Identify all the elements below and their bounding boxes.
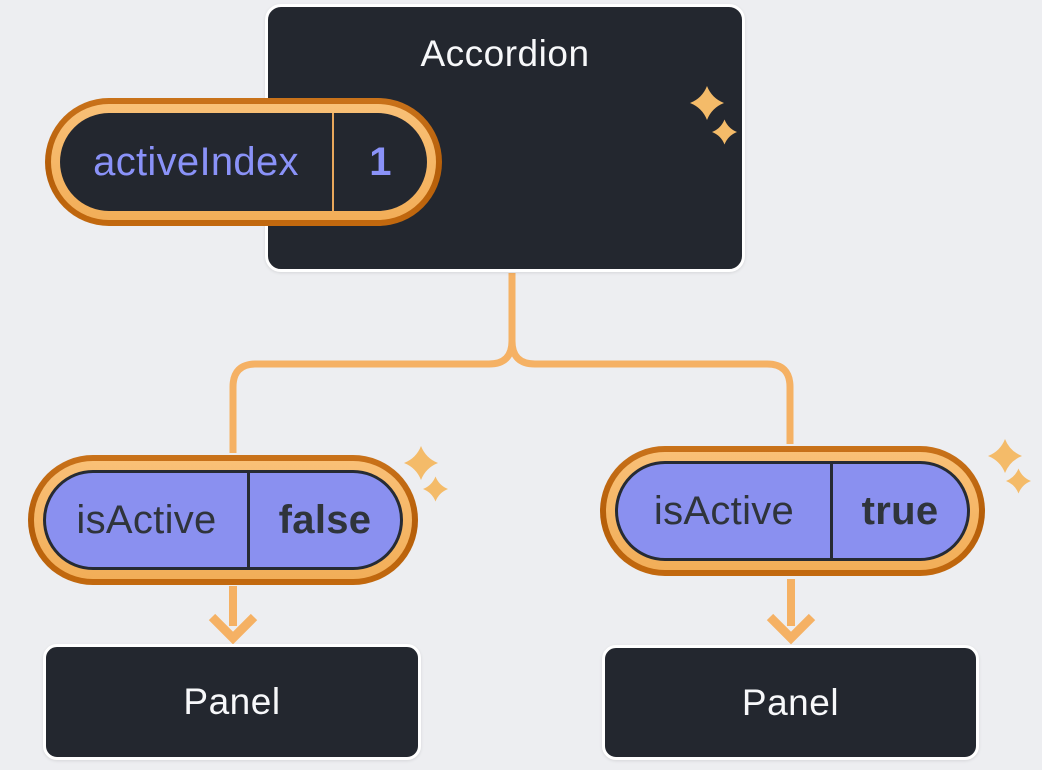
sparkle-icon (404, 446, 438, 480)
prop-name: isActive (76, 497, 217, 542)
branch-line-right (508, 273, 794, 444)
panel-label: Panel (183, 681, 281, 722)
sparkle-icon (1006, 468, 1031, 494)
prop-name: isActive (653, 488, 795, 533)
prop-value: true (861, 488, 939, 533)
branch-line-left (229, 273, 516, 453)
prop-name-cell: isActive (618, 464, 830, 558)
panel-box-left: Panel (43, 644, 421, 760)
pill-divider (830, 464, 833, 558)
panel-label: Panel (741, 681, 840, 723)
sparkle-icon (690, 86, 724, 120)
state-pill: activeIndex 1 (45, 98, 442, 226)
prop-value: false (278, 497, 372, 542)
prop-pill-left: isActive false (28, 455, 418, 585)
state-name: activeIndex (93, 139, 299, 184)
prop-name-cell: isActive (46, 473, 247, 567)
sparkle-icon (988, 439, 1022, 473)
pill-divider (332, 113, 334, 211)
sparkle-icon (423, 476, 448, 502)
state-value: 1 (369, 139, 392, 184)
pill-divider (247, 473, 250, 567)
prop-value-cell: true (833, 464, 967, 558)
prop-value-cell: false (250, 473, 400, 567)
sparkle-icon (712, 119, 737, 145)
state-name-cell: activeIndex (60, 113, 332, 211)
arrow-down-icon-right (766, 579, 816, 645)
prop-pill-right: isActive true (600, 446, 985, 576)
accordion-title: Accordion (420, 33, 590, 74)
panel-box-right: Panel (602, 645, 979, 760)
arrow-down-icon-left (208, 586, 258, 645)
state-value-cell: 1 (334, 113, 427, 211)
